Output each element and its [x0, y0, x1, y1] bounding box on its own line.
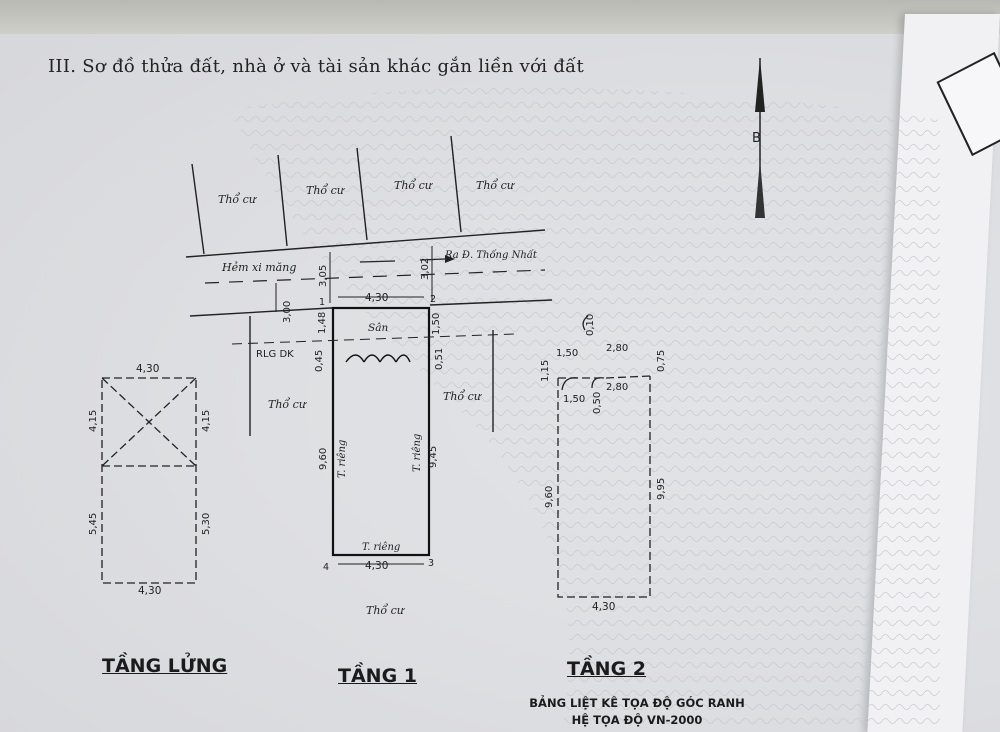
alley-centerline [204, 269, 546, 284]
dim-house-left: 9,60 [318, 448, 329, 470]
corner-2-label: 2 [430, 294, 436, 305]
floor2-balcony-door-icon [561, 315, 605, 391]
floor2-dim-right-height: 9,95 [656, 478, 667, 500]
floor2-dim-bottom: 4,30 [592, 601, 615, 613]
rlg-label: RLG DK [256, 349, 294, 360]
corner-1-label: 1 [319, 297, 325, 308]
security-pattern [230, 87, 940, 732]
dim-top-width: 4,30 [365, 292, 388, 304]
door-icon [345, 354, 411, 363]
floor2-dim-top-b: 2,80 [606, 343, 628, 354]
floor2-dim-inner-a: 1,50 [563, 394, 585, 405]
wall-bottom-label: T. riêng [362, 542, 400, 553]
neighbor-boundaries [185, 135, 553, 436]
dim-yard-right: 1,50 [431, 313, 442, 335]
dim-bottom-width: 4,30 [365, 560, 388, 572]
dim-alley-left: 3,05 [318, 265, 329, 287]
floor2-outline [557, 375, 651, 598]
dim-alley-right: 3,02 [420, 258, 431, 280]
floor2-dim-inner-b: 2,80 [606, 382, 628, 393]
wall-right-label: T. riêng [412, 434, 423, 472]
alley-label: Hẻm xi măng [221, 261, 296, 274]
floor2-dim-left-top: 1,15 [540, 360, 551, 382]
mezz-dim-void-right: 4,15 [201, 410, 212, 432]
dim-rlg-left: 0,45 [314, 350, 325, 372]
yard-label: Sân [368, 322, 388, 334]
floor2-label: TẦNG 2 [567, 658, 646, 680]
neighbor-label-top-4: Thổ cư [476, 179, 515, 192]
street-exit-label: Ra Đ. Thống Nhất [444, 250, 538, 261]
dim-yard-left: 1,48 [317, 312, 328, 334]
section-title: III. Sơ đồ thửa đất, nhà ở và tài sản kh… [48, 56, 585, 77]
mezz-dim-lower-right: 5,30 [201, 513, 212, 535]
mezz-dim-top: 4,30 [136, 363, 159, 375]
neighbor-label-left: Thổ cư [268, 398, 307, 411]
mezz-dim-void-left: 4,15 [88, 410, 99, 432]
floor2-dim-top-gap: 0,10 [585, 314, 596, 336]
background-band [0, 0, 1000, 34]
mezz-dim-lower-left: 5,45 [88, 513, 99, 535]
corner-3-label: 3 [428, 558, 434, 569]
north-arrow-icon: B [752, 58, 765, 218]
mezzanine-label: TẦNG LỬNG [102, 655, 228, 677]
floor2-dim-right-top: 0,75 [656, 350, 667, 372]
corner-4-label: 4 [323, 562, 329, 573]
dim-setback: 3,00 [282, 301, 293, 323]
floor1-label: TẦNG 1 [338, 665, 417, 687]
floor2-dim-top-a: 1,50 [556, 348, 578, 359]
coordinate-system-title: HỆ TỌA ĐỘ VN-2000 [571, 713, 703, 727]
neighbor-label-bottom: Thổ cư [366, 604, 405, 617]
mezzanine-outline [101, 377, 197, 584]
floor2-dim-left-height: 9,60 [544, 486, 555, 508]
dim-house-right: 9,45 [428, 446, 439, 468]
north-label: B [752, 131, 761, 146]
dim-rlg-right: 0,51 [434, 348, 445, 370]
neighbor-label-top-left: Thổ cư [218, 193, 257, 206]
neighbor-label-top-3: Thổ cư [394, 179, 433, 192]
floor2-dim-inner-gap: 0,50 [592, 392, 603, 414]
neighbor-label-top-2: Thổ cư [306, 184, 345, 197]
mezz-dim-bottom: 4,30 [138, 585, 161, 597]
coordinate-table-title: BẢNG LIỆT KÊ TỌA ĐỘ GÓC RANH [529, 696, 745, 710]
wall-left-label: T. riêng [337, 440, 348, 478]
neighbor-label-right: Thổ cư [443, 390, 482, 403]
alley-dimension-lines [275, 246, 433, 312]
